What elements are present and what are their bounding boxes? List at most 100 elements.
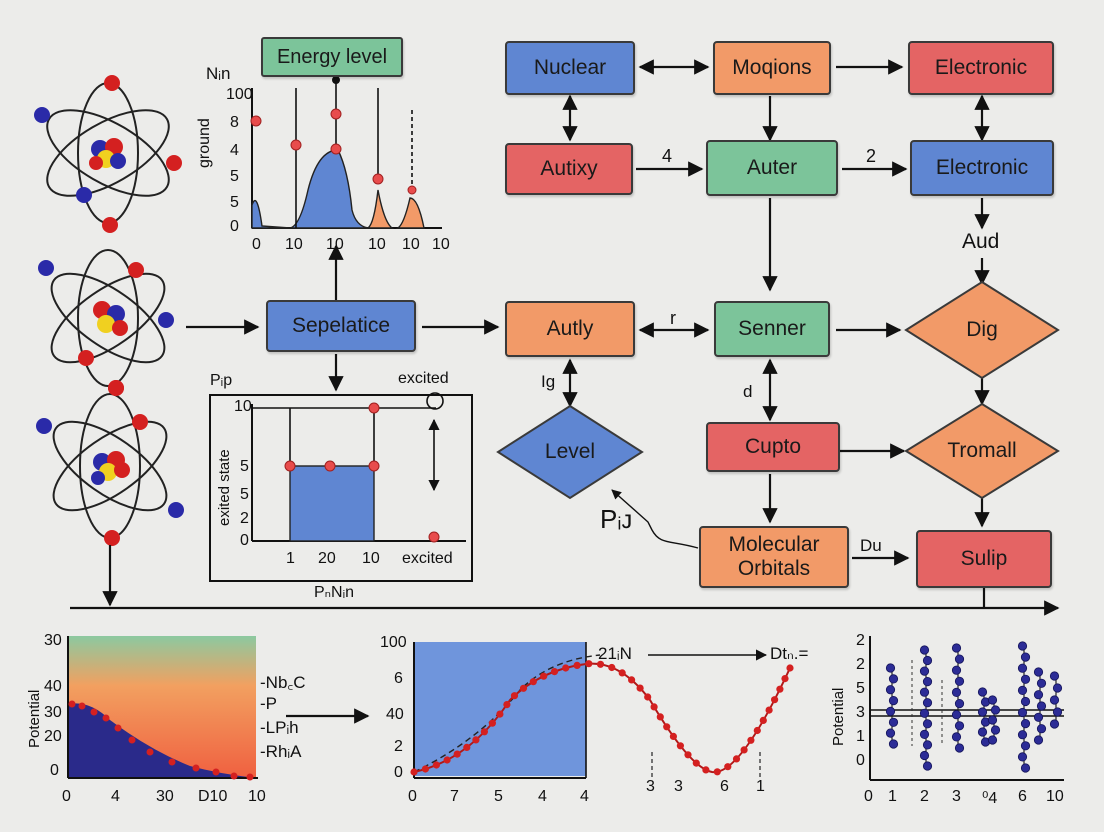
wave-dot xyxy=(421,765,429,773)
scatter-dot xyxy=(885,728,896,738)
scatter-dot xyxy=(987,695,998,705)
node-dig-label: Dig xyxy=(966,318,998,341)
xtick: 10 xyxy=(432,236,450,253)
scatter-dot xyxy=(919,708,930,718)
atom-icon xyxy=(36,380,184,546)
node-autly[interactable]: Autly xyxy=(505,301,635,357)
wave-dot xyxy=(529,678,537,686)
ytick: 6 xyxy=(394,670,403,687)
wave-dot xyxy=(732,755,741,763)
wave-dot xyxy=(765,706,773,714)
scatter-dot xyxy=(1052,683,1063,693)
wave-dot xyxy=(472,736,480,744)
scatter-dot xyxy=(987,715,998,725)
potential-chart xyxy=(67,636,258,781)
scatter-dot xyxy=(977,707,988,717)
xtick: 30 xyxy=(156,788,174,805)
scatter-dot xyxy=(990,725,1001,735)
node-nuclear[interactable]: Nuclear xyxy=(505,41,635,95)
legend-entry: -P xyxy=(260,694,277,713)
wave-dot xyxy=(628,676,636,684)
scatter-dot xyxy=(885,706,896,717)
scatter-dot xyxy=(922,655,933,666)
xtick: 6 xyxy=(720,778,729,795)
scatter-dot xyxy=(1033,667,1044,677)
atom-icon xyxy=(38,249,174,396)
node-sulip[interactable]: Sulip xyxy=(916,530,1052,588)
scatter-dot xyxy=(1049,719,1060,729)
edge-label-2: 2 xyxy=(866,146,877,166)
ytick: 100 xyxy=(226,86,253,103)
wave-dot xyxy=(776,685,784,693)
ytick: 10 xyxy=(234,398,252,415)
scatter-dot xyxy=(919,645,930,655)
wave-dot xyxy=(573,661,581,670)
ytick: 8 xyxy=(230,114,239,131)
wave-dot xyxy=(596,660,605,668)
node-autixy[interactable]: Autixy xyxy=(505,143,633,195)
connectors xyxy=(70,59,1060,724)
energy-chart-corner-label: Nᵢn xyxy=(206,64,231,83)
node-moions[interactable]: Moqions xyxy=(713,41,831,95)
xtick: 3 xyxy=(952,788,961,805)
scatter-dot xyxy=(1017,685,1028,696)
node-cupto[interactable]: Cupto xyxy=(706,422,840,472)
scatter-dot xyxy=(888,674,899,684)
scatter-dot xyxy=(951,665,962,675)
wave-dot xyxy=(463,743,471,752)
node-molecular-orbitals[interactable]: Molecular Orbitals xyxy=(699,526,849,588)
tromall-diamond[interactable] xyxy=(904,402,1060,500)
node-electronic-top[interactable]: Electronic xyxy=(908,41,1054,95)
xtick: D10 xyxy=(198,788,228,805)
scatter-dot xyxy=(1020,763,1031,773)
scatter-dot xyxy=(1036,678,1047,688)
scatter-dot xyxy=(888,717,899,727)
scatter-dots xyxy=(885,641,1063,773)
scatter-dot xyxy=(951,687,962,698)
wave-right-label: Dtₙ.= xyxy=(770,644,809,663)
scatter-dot xyxy=(1017,663,1028,673)
scatter-dot xyxy=(1052,707,1063,717)
node-electronic-mid[interactable]: Electronic xyxy=(910,140,1054,196)
scatter-dot xyxy=(1033,735,1044,745)
wave-dot xyxy=(480,728,488,736)
xtick: 10 xyxy=(1046,788,1064,805)
xtick: 10 xyxy=(362,550,380,567)
xtick: 10 xyxy=(326,236,344,253)
ytick: 0 xyxy=(856,752,865,769)
ytick: 40 xyxy=(386,706,404,723)
wave-dot xyxy=(562,664,570,672)
scatter-dot xyxy=(1020,696,1031,707)
wave-dot xyxy=(443,756,451,764)
dig-diamond[interactable] xyxy=(904,280,1060,380)
ytick: 20 xyxy=(44,728,62,745)
wave-dot xyxy=(432,761,440,769)
xtick: 10 xyxy=(248,788,266,805)
level-diamond[interactable] xyxy=(496,404,644,500)
xtick: 0 xyxy=(864,788,873,805)
xtick: 10 xyxy=(402,236,420,253)
node-sepelatice[interactable]: Sepelatice xyxy=(266,300,416,352)
scatter-dot xyxy=(885,663,896,673)
wave-dot xyxy=(771,696,779,704)
ytick: 30 xyxy=(44,632,62,649)
wave-dot xyxy=(540,672,548,680)
legend-entry: -RhᵢA xyxy=(260,742,302,761)
scatter-dot xyxy=(888,739,899,749)
xtick: 4 xyxy=(111,788,120,805)
edge-label-d: d xyxy=(743,382,753,401)
node-auter[interactable]: Auter xyxy=(706,140,838,196)
node-senner[interactable]: Senner xyxy=(714,301,830,357)
scatter-dot xyxy=(1049,695,1060,705)
energy-level-badge: Energy level xyxy=(261,37,403,77)
scatter-dot xyxy=(1020,718,1031,729)
wave-dot xyxy=(676,742,685,750)
xtick: 3 xyxy=(674,778,683,795)
wave-dot xyxy=(636,684,644,692)
xtick: 6 xyxy=(1018,788,1027,805)
scatter-dot xyxy=(954,698,965,709)
edge-label-ig: Ig xyxy=(541,372,556,391)
xtick: 0 xyxy=(62,788,71,805)
scatter-dot xyxy=(919,729,930,740)
